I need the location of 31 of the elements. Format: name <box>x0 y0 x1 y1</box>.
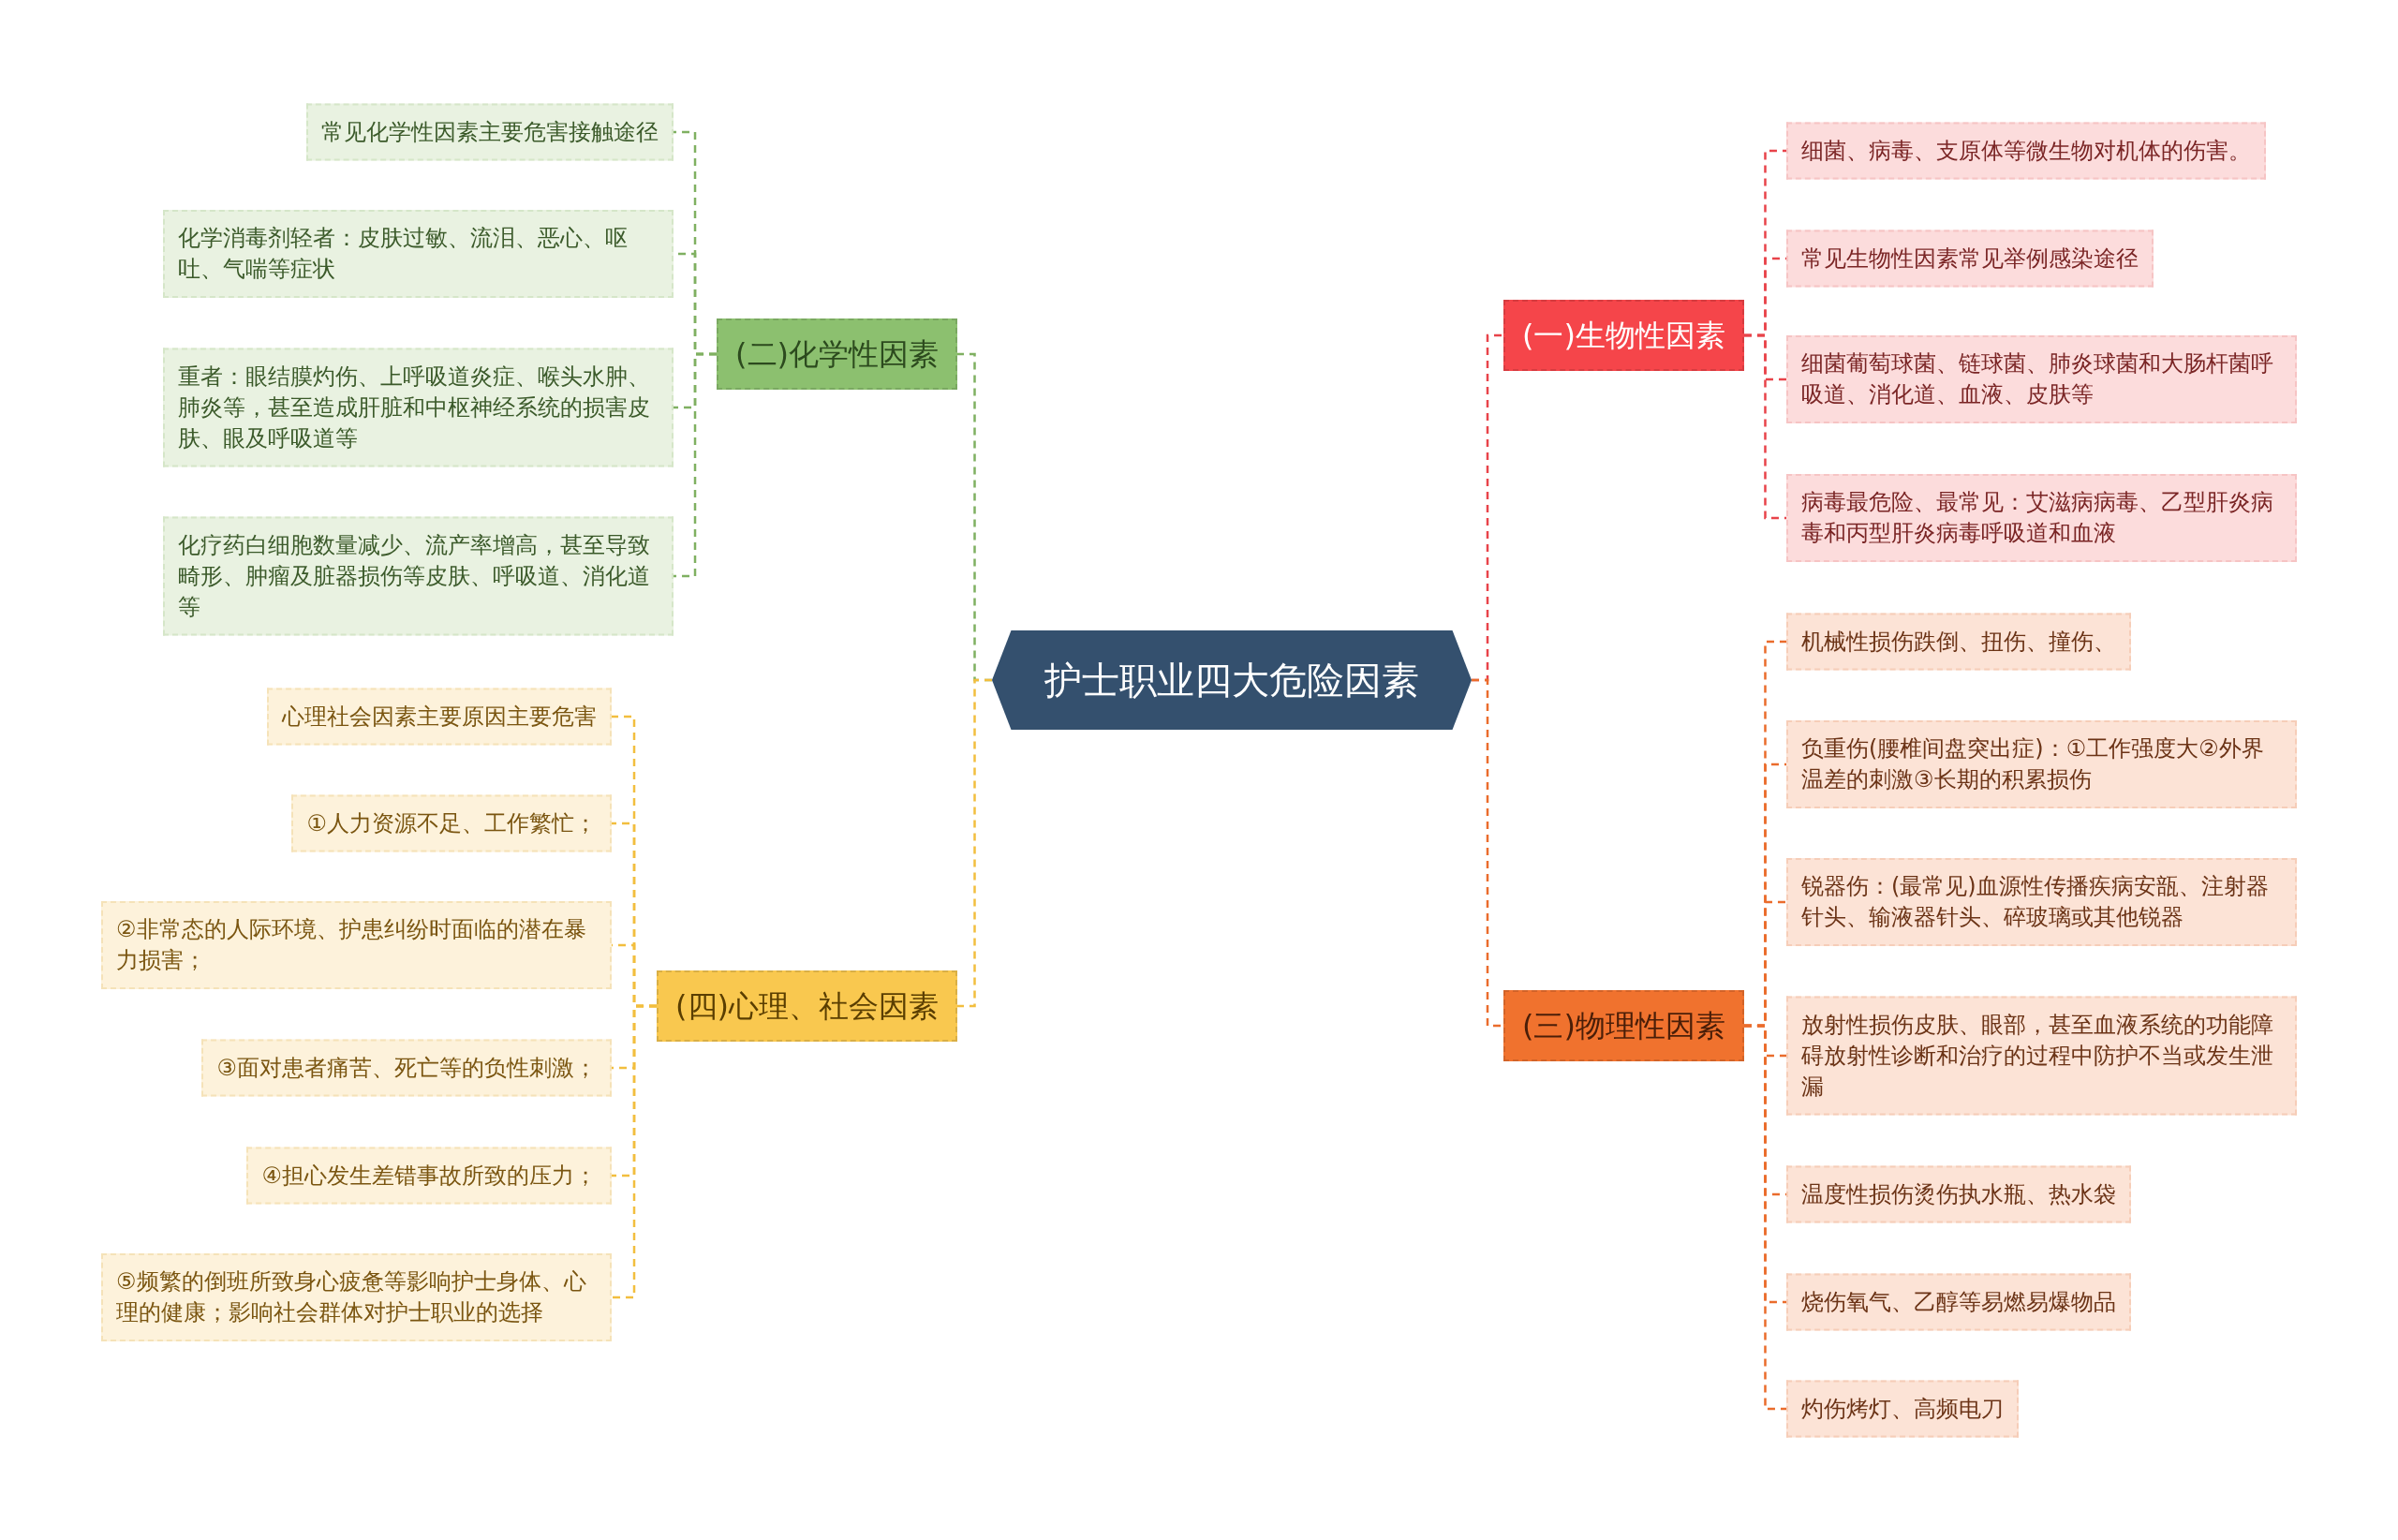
subtopic-box: 细菌、病毒、支原体等微生物对机体的伤害。 <box>1786 122 2266 180</box>
subtopic-box: 病毒最危险、最常见：艾滋病病毒、乙型肝炎病毒和丙型肝炎病毒呼吸道和血液 <box>1786 474 2297 562</box>
branch-topic-box: (一)生物性因素 <box>1503 300 1744 371</box>
connector-line <box>1472 678 1503 1028</box>
subtopic-box: 化疗药白细胞数量减少、流产率增高，甚至导致畸形、肿瘤及脏器损伤等皮肤、呼吸道、消化道等 <box>163 516 674 636</box>
branch-topic-box: (二)化学性因素 <box>717 318 957 390</box>
subtopic-box: 常见生物性因素常见举例感染途径 <box>1786 230 2154 288</box>
subtopic-box: 常见化学性因素主要危害接触途径 <box>306 103 674 161</box>
subtopic-box: 灼伤烤灯、高频电刀 <box>1786 1380 2019 1438</box>
branch-topic-box: (四)心理、社会因素 <box>657 970 957 1042</box>
connector-line <box>1743 333 1786 520</box>
subtopic-box: 化学消毒剂轻者：皮肤过敏、流泪、恶心、呕吐、气喘等症状 <box>163 210 674 298</box>
subtopic-box: 细菌葡萄球菌、链球菌、肺炎球菌和大肠杆菌呼吸道、消化道、血液、皮肤等 <box>1786 335 2297 423</box>
subtopic-box: 心理社会因素主要原因主要危害 <box>267 688 612 746</box>
subtopic-box: 放射性损伤皮肤、眼部，甚至血液系统的功能障碍放射性诊断和治疗的过程中防护不当或发生泄漏 <box>1786 996 2297 1116</box>
connector-line <box>1743 1024 1786 1411</box>
connector-line <box>612 1004 658 1299</box>
subtopic-box: ④担心发生差错事故所致的压力； <box>246 1147 612 1205</box>
subtopic-box: 锐器伤：(最常见)血源性传播疾病安瓿、注射器针头、输液器针头、碎玻璃或其他锐器 <box>1786 858 2297 946</box>
subtopic-box: 烧伤氧气、乙醇等易燃易爆物品 <box>1786 1273 2131 1331</box>
connector-line <box>957 678 992 1008</box>
subtopic-box: 温度性损伤烫伤执水瓶、热水袋 <box>1786 1165 2131 1223</box>
subtopic-box: ⑤频繁的倒班所致身心疲惫等影响护士身体、心理的健康；影响社会群体对护士职业的选择 <box>101 1253 612 1341</box>
subtopic-box: ②非常态的人际环境、护患纠纷时面临的潜在暴力损害； <box>101 901 612 989</box>
branch-topic-box: (三)物理性因素 <box>1503 990 1744 1061</box>
subtopic-box: ①人力资源不足、工作繁忙； <box>291 794 612 852</box>
subtopic-box: 机械性损伤跌倒、扭伤、撞伤、 <box>1786 613 2131 671</box>
subtopic-box: 负重伤(腰椎间盘突出症)：①工作强度大②外界温差的刺激③长期的积累损伤 <box>1786 720 2297 808</box>
subtopic-box: 重者：眼结膜灼伤、上呼吸道炎症、喉头水肿、肺炎等，甚至造成肝脏和中枢神经系统的损害皮肤、眼及呼吸道等 <box>163 348 674 467</box>
connector-line <box>674 352 718 578</box>
subtopic-box: ③面对患者痛苦、死亡等的负性刺激； <box>201 1039 612 1097</box>
